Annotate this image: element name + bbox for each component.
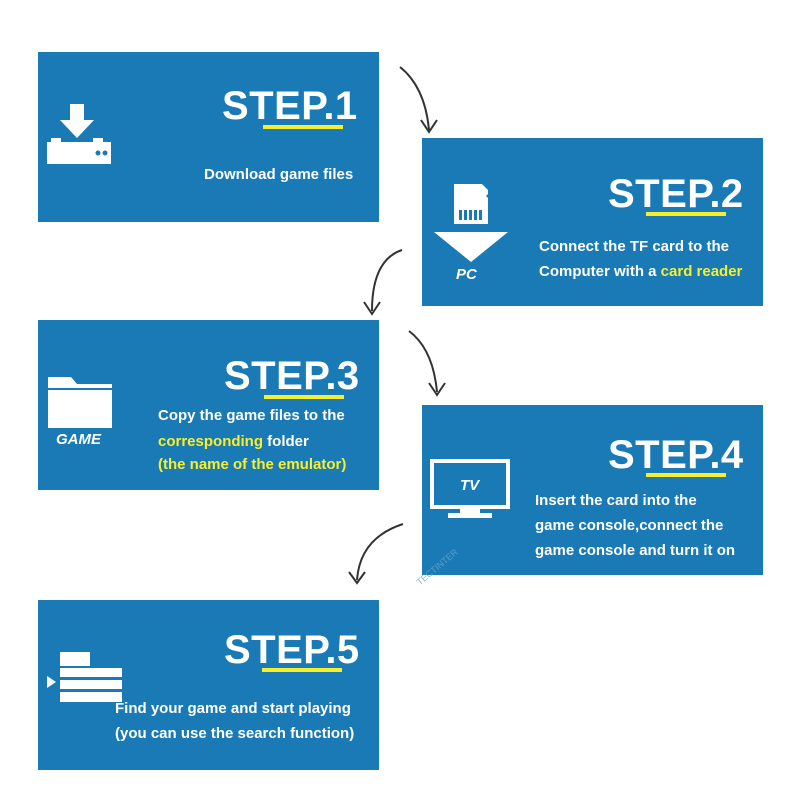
- step-2-title: STEP.2: [608, 172, 744, 216]
- step-4-title: STEP.4: [608, 433, 744, 477]
- step-3-text-plain: folder: [263, 433, 309, 450]
- tv-label: TV: [460, 477, 480, 494]
- step-1-underline: [263, 125, 343, 129]
- arrow-step3-to-step4: [408, 330, 446, 397]
- arrow-step4-to-step5: [348, 523, 404, 585]
- sd-card-to-pc-icon: [434, 184, 508, 262]
- step-3-underline: [264, 395, 344, 399]
- game-label: GAME: [56, 431, 101, 448]
- step-4-panel: STEP.4 Insert the card into the game con…: [422, 405, 763, 575]
- step-3-text-line2: corresponding folder: [158, 429, 309, 455]
- step-5-underline: [262, 668, 342, 672]
- tv-icon: [430, 459, 510, 518]
- step-3-text-line3: (the name of the emulator): [158, 456, 347, 473]
- step-3-title: STEP.3: [224, 354, 360, 398]
- list-menu-icon: [47, 652, 122, 702]
- step-1-text: Download game files: [204, 166, 354, 183]
- step-5-panel: STEP.5 Find your game and start playing …: [38, 600, 379, 770]
- step-4-text-line3: game console and turn it on: [535, 542, 736, 559]
- download-icon: [47, 104, 111, 164]
- step-3-highlight: corresponding: [158, 433, 264, 450]
- step-5-title: STEP.5: [224, 628, 360, 672]
- arrow-step1-to-step2: [399, 66, 438, 134]
- step-1-title: STEP.1: [222, 84, 358, 128]
- step-5-text-line1: Find your game and start playing: [115, 700, 351, 717]
- step-4-text-line2: game console,connect the: [535, 517, 724, 534]
- step-2-text-plain: Computer with a: [539, 263, 661, 280]
- arrow-step2-to-step3: [363, 249, 403, 316]
- step-5-text-line2: (you can use the search function): [115, 725, 355, 742]
- step-3-panel: STEP.3 Copy the game files to the corres…: [38, 320, 379, 490]
- pc-label: PC: [456, 266, 477, 283]
- folder-icon: [48, 377, 112, 428]
- step-2-text-line1: Connect the TF card to the: [539, 238, 730, 255]
- step-2-text-line2: Computer with a card reader: [539, 259, 742, 285]
- step-2-panel: STEP.2 Connect the TF card to the Comput…: [422, 138, 763, 306]
- step-4-underline: [646, 473, 726, 477]
- step-3-text-line1: Copy the game files to the: [158, 407, 345, 424]
- step-2-highlight: card reader: [660, 263, 743, 280]
- step-2-underline: [646, 212, 726, 216]
- step-1-panel: STEP.1 Download game files: [38, 52, 379, 222]
- step-4-text-line1: Insert the card into the: [535, 492, 697, 509]
